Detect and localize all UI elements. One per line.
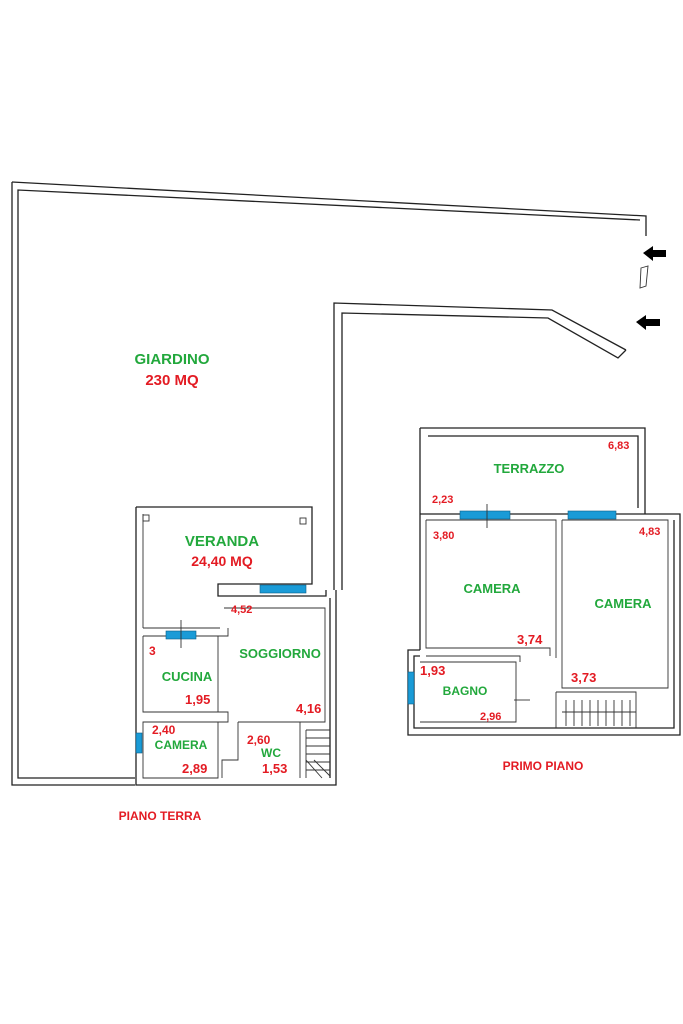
window [459, 510, 511, 520]
terrazzo-dim-a: 6,83 [608, 440, 629, 452]
veranda-area: 24,40 MQ [191, 553, 253, 569]
first-stairs [555, 691, 637, 728]
soggiorno-dim-b: 4,16 [296, 701, 321, 716]
wc-dim-a: 2,60 [247, 733, 271, 747]
camera-left-name: CAMERA [463, 581, 521, 596]
gate-marker [639, 265, 649, 289]
cucina-name: CUCINA [162, 669, 213, 684]
first-floor-title: PRIMO PIANO [503, 759, 584, 773]
window [259, 584, 307, 594]
ground-floor-title: PIANO TERRA [119, 809, 202, 823]
ground-floor-walls [11, 181, 647, 786]
window [135, 732, 143, 754]
cucina-dim-a: 3 [149, 644, 156, 658]
camera-ground-dim-b: 2,89 [182, 761, 207, 776]
camera-right-dim-b: 3,73 [571, 670, 596, 685]
garden-name: GIARDINO [135, 351, 210, 368]
column-marker [299, 517, 307, 525]
bagno-dim-a: 1,93 [420, 663, 445, 678]
entrance-arrow-icon [643, 246, 666, 261]
soggiorno-dim-a: 4,52 [231, 604, 252, 616]
first-floor-walls [407, 427, 681, 736]
column-marker [142, 514, 150, 522]
bagno-dim-b: 2,96 [480, 711, 501, 723]
camera-left-dim-a: 3,80 [433, 530, 454, 542]
camera-ground-dim-a: 2,40 [152, 723, 176, 737]
camera-right-name: CAMERA [594, 596, 652, 611]
entrance-arrows [636, 246, 666, 330]
cucina-dim-b: 1,95 [185, 692, 210, 707]
window [407, 671, 415, 705]
soggiorno-name: SOGGIORNO [239, 646, 321, 661]
terrazzo-dim-b: 2,23 [432, 494, 453, 506]
bagno-name: BAGNO [443, 684, 488, 698]
terrazzo-name: TERRAZZO [494, 461, 565, 476]
garden-area: 230 MQ [145, 372, 199, 389]
veranda-name: VERANDA [185, 533, 259, 550]
camera-ground-name: CAMERA [155, 738, 208, 752]
entrance-arrow-icon [636, 315, 660, 330]
wc-name: WC [261, 746, 281, 760]
camera-right-dim-a: 4,83 [639, 526, 660, 538]
window [567, 510, 617, 520]
wc-dim-b: 1,53 [262, 761, 287, 776]
ground-stairs [305, 729, 331, 779]
camera-left-dim-b: 3,74 [517, 632, 543, 647]
